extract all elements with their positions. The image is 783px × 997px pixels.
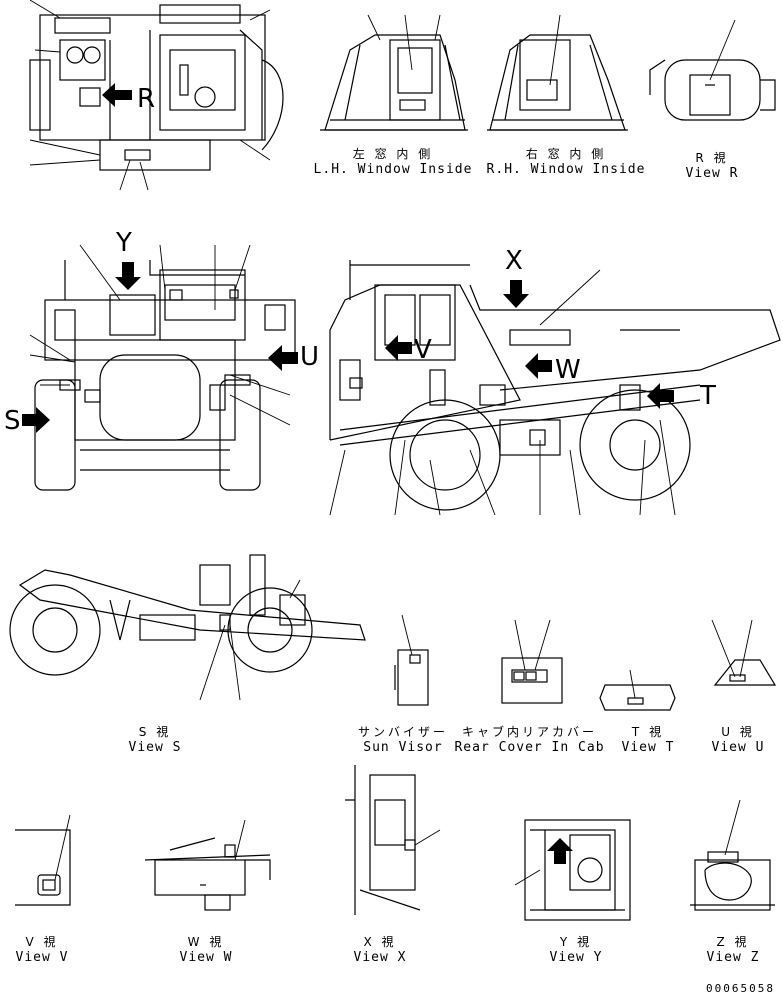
arrow-s bbox=[22, 407, 50, 433]
caption-jp: Y 視 bbox=[559, 935, 593, 949]
caption-jp: U 視 bbox=[721, 725, 755, 739]
caption-jp: 左 窓 内 側 bbox=[352, 147, 434, 161]
caption-view-r: R 視 View R bbox=[672, 150, 752, 182]
arrow-view-y bbox=[547, 838, 573, 864]
caption-jp: キャブ内リアカバー bbox=[461, 725, 597, 739]
view-x-drawing bbox=[345, 765, 421, 915]
arrow-r bbox=[102, 83, 132, 107]
caption-jp: Z 視 bbox=[716, 935, 750, 949]
caption-view-v: V 視 View V bbox=[2, 934, 82, 966]
arrow-u bbox=[268, 345, 298, 371]
caption-rear-cover: キャブ内リアカバー Rear Cover In Cab bbox=[452, 724, 607, 756]
view-y-drawing bbox=[524, 819, 631, 921]
rear-cover-drawing bbox=[501, 657, 563, 704]
view-s-leaders bbox=[199, 579, 301, 701]
tank-drawing bbox=[649, 59, 776, 121]
letter-w: W bbox=[555, 355, 581, 385]
caption-jp: 右 窓 内 側 bbox=[525, 147, 607, 161]
view-v-drawing bbox=[15, 829, 71, 906]
letter-u: U bbox=[300, 342, 320, 372]
view-s-drawing bbox=[9, 554, 366, 676]
caption-en: View T bbox=[621, 740, 675, 755]
caption-jp: V 視 bbox=[25, 935, 59, 949]
front-view-drawing bbox=[34, 260, 296, 491]
caption-en: View Y bbox=[549, 950, 603, 965]
front-view-leaders bbox=[29, 244, 291, 426]
drawing-code: 00065058 bbox=[706, 982, 775, 995]
caption-en: View X bbox=[353, 950, 407, 965]
caption-en: View Z bbox=[706, 950, 760, 965]
caption-view-s: S 視 View S bbox=[115, 724, 195, 756]
side-view-leaders bbox=[329, 269, 676, 516]
caption-view-t: T 視 View T bbox=[608, 724, 688, 756]
caption-jp: S 視 bbox=[138, 725, 172, 739]
lh-window-leaders bbox=[367, 14, 441, 71]
caption-jp: X 視 bbox=[363, 935, 397, 949]
caption-en: View R bbox=[685, 166, 739, 181]
caption-view-z: Z 視 View Z bbox=[693, 934, 773, 966]
caption-en: View W bbox=[179, 950, 233, 965]
caption-lh-window: 左 窓 内 側 L.H. Window Inside bbox=[313, 146, 473, 178]
caption-jp: T 視 bbox=[631, 725, 665, 739]
letter-t: T bbox=[700, 381, 716, 411]
view-t-drawing bbox=[599, 684, 676, 711]
arrow-v bbox=[385, 335, 412, 361]
sun-visor-drawing bbox=[394, 649, 429, 706]
arrow-t bbox=[647, 383, 674, 409]
caption-jp: W 視 bbox=[187, 935, 225, 949]
caption-jp: R 視 bbox=[695, 151, 729, 165]
caption-en: View S bbox=[128, 740, 182, 755]
letter-s: S bbox=[4, 406, 21, 436]
letter-x: X bbox=[505, 246, 523, 276]
arrow-x bbox=[503, 280, 529, 308]
caption-en: R.H. Window Inside bbox=[486, 162, 646, 177]
caption-en: L.H. Window Inside bbox=[313, 162, 473, 177]
caption-view-y: Y 視 View Y bbox=[536, 934, 616, 966]
caption-en: Sun Visor bbox=[363, 740, 443, 755]
caption-jp: サンバイザー bbox=[358, 725, 449, 739]
arrow-w bbox=[525, 353, 552, 379]
letter-v: V bbox=[414, 335, 432, 365]
caption-en: Rear Cover In Cab bbox=[454, 740, 605, 755]
side-view-drawing bbox=[329, 260, 781, 511]
view-z-drawing bbox=[690, 851, 775, 911]
caption-sun-visor: サンバイザー Sun Visor bbox=[358, 724, 448, 756]
letter-y: Y bbox=[116, 228, 132, 258]
cab-rear-leaders bbox=[29, 0, 271, 191]
caption-view-u: U 視 View U bbox=[698, 724, 778, 756]
rh-window-drawing bbox=[487, 34, 628, 131]
letter-r: R bbox=[137, 84, 156, 114]
view-w-drawing bbox=[144, 837, 271, 911]
arrow-y bbox=[115, 262, 141, 290]
cab-rear-drawing bbox=[29, 4, 284, 171]
caption-en: View V bbox=[15, 950, 69, 965]
caption-view-x: X 視 View X bbox=[340, 934, 420, 966]
caption-rh-window: 右 窓 内 側 R.H. Window Inside bbox=[486, 146, 646, 178]
view-u-drawing bbox=[713, 659, 777, 686]
rh-window-leaders bbox=[549, 14, 561, 86]
lh-window-drawing bbox=[320, 34, 468, 131]
caption-en: View U bbox=[711, 740, 765, 755]
caption-view-w: W 視 View W bbox=[166, 934, 246, 966]
